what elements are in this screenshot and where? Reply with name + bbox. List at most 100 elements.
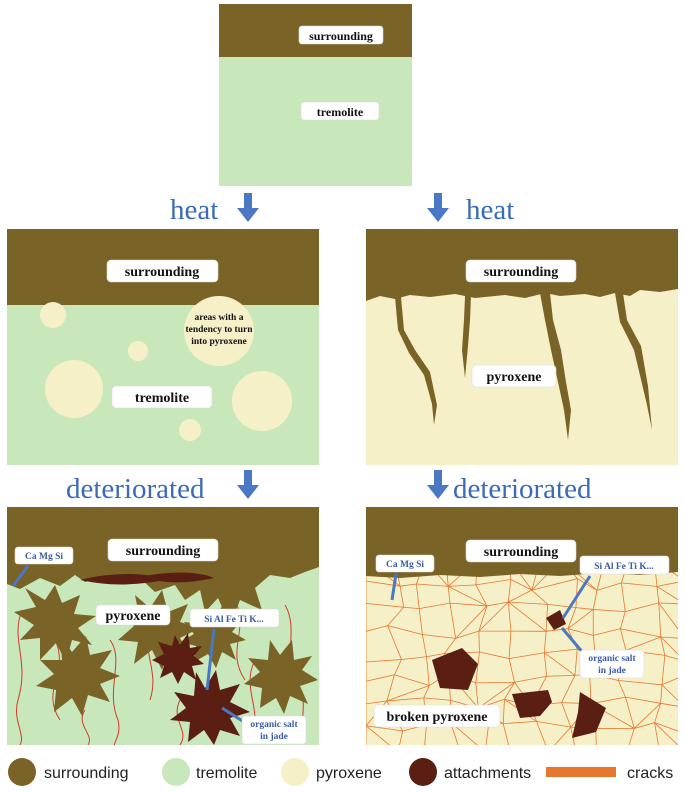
- crack-line: [567, 607, 577, 629]
- crack-line: [575, 607, 594, 610]
- crack-line: [504, 682, 515, 700]
- legend-swatch: [281, 758, 309, 786]
- crack-line: [426, 653, 445, 658]
- crack-line: [366, 674, 395, 682]
- crack-line: [595, 728, 597, 745]
- pyroxene-tendency-area: [45, 360, 103, 418]
- crack-line: [577, 578, 598, 591]
- deteriorated-arrow-left: deteriorated: [66, 470, 259, 505]
- crack-line: [426, 656, 430, 686]
- crack-line: [660, 636, 678, 639]
- crack-line: [660, 636, 666, 656]
- crack-line: [478, 601, 509, 632]
- crack-line: [475, 584, 488, 607]
- crack-line: [619, 628, 627, 651]
- crack-line: [567, 628, 594, 636]
- crack-line: [510, 579, 533, 591]
- heat-label: heat: [170, 194, 218, 226]
- crack-line: [416, 583, 449, 587]
- heat-label: heat: [466, 194, 514, 226]
- crack-line: [658, 602, 678, 630]
- crack-line: [561, 702, 572, 728]
- crack-line: [449, 603, 457, 639]
- crack-line: [656, 581, 678, 587]
- crack-line: [664, 655, 678, 660]
- crack-line: [508, 601, 548, 605]
- crack-line: [660, 636, 678, 655]
- crack-line: [366, 625, 388, 632]
- crack-line: [620, 628, 661, 638]
- label-elements-right: Si Al Fe Ti K...: [204, 615, 264, 625]
- crack-line: [554, 726, 572, 745]
- label-tremolite: tremolite: [135, 391, 189, 406]
- crack-line: [574, 649, 578, 676]
- crack-line: [593, 628, 621, 636]
- panel-bottom-right: surrounding Ca Mg Si Si Al Fe Ti K... or…: [366, 507, 678, 745]
- pyroxene-tendency-area: [232, 371, 292, 431]
- crack-line: [531, 578, 578, 591]
- crack-line: [394, 674, 430, 686]
- crack-line: [661, 655, 666, 685]
- pointer-line: [221, 706, 245, 724]
- pyroxene-tendency-area: [179, 419, 201, 441]
- crack-line: [403, 606, 420, 610]
- crack-line: [423, 697, 451, 701]
- crack-line: [621, 582, 657, 587]
- crack-line: [399, 730, 404, 745]
- label-tremolite: tremolite: [317, 105, 364, 119]
- crack-line: [399, 586, 405, 608]
- crack-line: [478, 681, 515, 709]
- crack-line: [660, 684, 663, 704]
- crack-line: [536, 721, 571, 728]
- label-organic-1: organic salt: [588, 654, 636, 664]
- crack-line: [543, 631, 547, 653]
- heat-arrow-right: heat: [427, 193, 514, 226]
- label-elements-right: Si Al Fe Ti K...: [594, 562, 654, 572]
- legend-label: pyroxene: [316, 765, 382, 782]
- deteriorated-label: deteriorated: [453, 473, 592, 505]
- down-arrow-icon: [237, 193, 259, 222]
- legend: surrounding tremolite pyroxene attachmen…: [8, 758, 673, 786]
- crack-line: [575, 578, 578, 608]
- crack-line: [449, 602, 487, 607]
- label-broken-pyroxene: broken pyroxene: [387, 710, 488, 725]
- crack-line: [502, 723, 509, 745]
- label-surrounding: surrounding: [125, 265, 199, 280]
- crack-line: [508, 601, 547, 632]
- crack-line: [422, 634, 456, 639]
- pointer-line: [561, 575, 592, 619]
- tremolite-layer: [219, 57, 412, 186]
- deteriorated-label: deteriorated: [66, 473, 205, 505]
- crack-line: [366, 659, 402, 663]
- crack-line: [625, 696, 661, 704]
- label-tendency-3: into pyroxene: [191, 337, 247, 347]
- legend-label: surrounding: [44, 765, 129, 782]
- crack-line: [509, 652, 545, 659]
- crack-line: [387, 606, 405, 626]
- crack-line: [475, 681, 515, 684]
- spiky-growth: [244, 640, 318, 714]
- crack-line: [366, 725, 403, 732]
- attachment-fragment: [572, 692, 606, 738]
- crack-line: [656, 586, 660, 603]
- label-pyroxene: pyroxene: [106, 609, 161, 624]
- panel-middle-left: surrounding areas with a tendency to tur…: [7, 229, 319, 465]
- pyroxene-tendency-area: [128, 341, 148, 361]
- label-surrounding: surrounding: [484, 545, 558, 560]
- crack-line: [478, 605, 488, 632]
- label-organic-2: in jade: [260, 732, 288, 742]
- pyroxene-tendency-area: [184, 296, 254, 366]
- crack-line: [543, 652, 548, 677]
- crack-line: [415, 583, 420, 609]
- crack-line: [567, 609, 594, 630]
- crack-line: [618, 680, 626, 698]
- crack-line: [531, 589, 548, 605]
- label-tendency-1: areas with a: [195, 313, 244, 323]
- pyroxene-tendency-area: [40, 302, 66, 328]
- crack-fissure: [615, 293, 652, 430]
- crack-line: [625, 602, 659, 613]
- label-surrounding: surrounding: [126, 544, 200, 559]
- attachment-growth: [152, 633, 204, 684]
- crack-line: [634, 703, 661, 729]
- pointer-line: [390, 573, 398, 601]
